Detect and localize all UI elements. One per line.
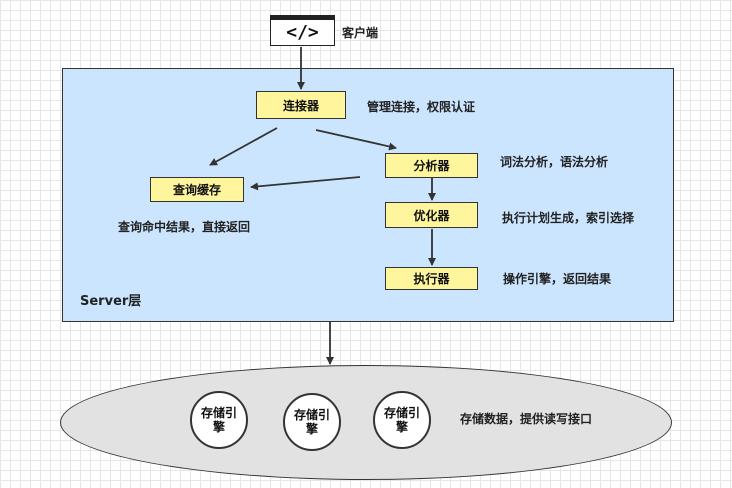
executor-node: 执行器 bbox=[385, 267, 478, 290]
executor-label: 执行器 bbox=[413, 272, 450, 286]
analyzer-node: 分析器 bbox=[385, 153, 478, 178]
arrow-analyzer-to-cache bbox=[250, 176, 361, 191]
optimizer-note: 执行计划生成，索引选择 bbox=[502, 211, 635, 225]
query-cache-label: 查询缓存 bbox=[172, 183, 221, 197]
arrow-connector-to-cache bbox=[209, 127, 278, 166]
connector-node: 连接器 bbox=[256, 91, 346, 119]
connector-label: 连接器 bbox=[282, 98, 319, 113]
server-layer-title: Server层 bbox=[80, 294, 142, 309]
storage-engine-3: 存储引擎 bbox=[373, 391, 431, 449]
analyzer-label: 分析器 bbox=[413, 159, 450, 173]
client-label: 客户端 bbox=[342, 26, 379, 40]
storage-engine-1-label: 存储引擎 bbox=[200, 406, 237, 434]
optimizer-node: 优化器 bbox=[385, 202, 478, 228]
query-cache-node: 查询缓存 bbox=[150, 177, 244, 202]
arrow-connector-to-analyzer bbox=[315, 129, 397, 151]
storage-engine-2-label: 存储引擎 bbox=[293, 408, 330, 436]
connector-note: 管理连接，权限认证 bbox=[367, 100, 476, 114]
client-code-icon: </> bbox=[270, 15, 335, 46]
query-cache-note: 查询命中结果，直接返回 bbox=[118, 220, 251, 234]
executor-note: 操作引擎，返回结果 bbox=[503, 272, 612, 286]
optimizer-label: 优化器 bbox=[413, 208, 450, 223]
storage-engine-2: 存储引擎 bbox=[283, 393, 341, 451]
analyzer-note: 词法分析，语法分析 bbox=[500, 155, 609, 169]
storage-engine-1: 存储引擎 bbox=[190, 391, 248, 449]
storage-layer-ellipse bbox=[60, 365, 672, 480]
storage-engine-3-label: 存储引擎 bbox=[383, 406, 420, 434]
storage-note: 存储数据，提供读写接口 bbox=[460, 412, 593, 426]
